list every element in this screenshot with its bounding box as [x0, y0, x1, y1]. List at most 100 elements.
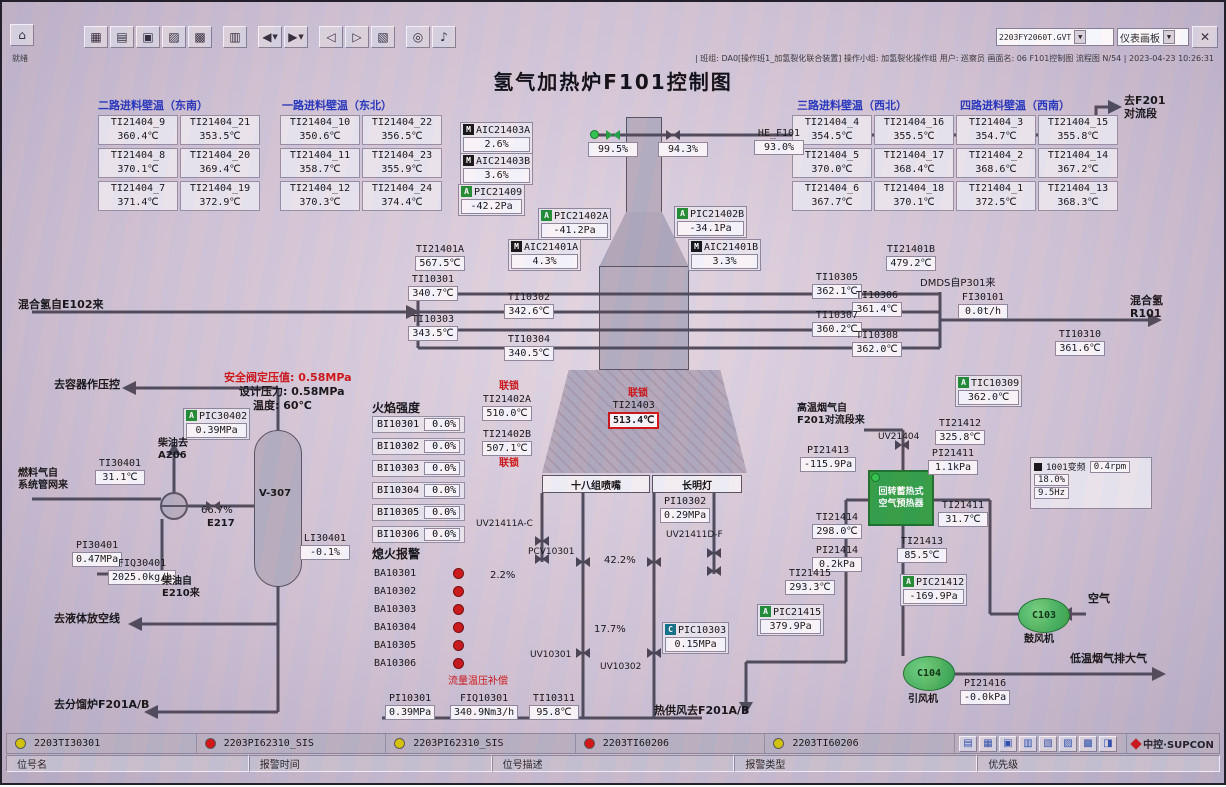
monitor-icon[interactable]: ▣ — [999, 735, 1017, 752]
alarm-summary-icon[interactable]: ▩ — [1079, 735, 1097, 752]
uv21411df-valve-2-icon[interactable] — [707, 566, 721, 576]
uv21411df-valve-1-icon[interactable] — [707, 548, 721, 558]
search-icon[interactable]: ◎ — [406, 26, 430, 48]
alarm-BA10303[interactable]: BA10303 — [374, 604, 464, 615]
instrument-LI30401[interactable]: LI30401-0.1% — [300, 533, 350, 560]
alarm-entry[interactable]: 2203TI60206 — [576, 734, 766, 753]
nav-forward-icon[interactable]: ▶▼ — [284, 26, 308, 48]
report-icon[interactable]: ▩ — [188, 26, 212, 48]
document-icon[interactable]: ▥ — [223, 26, 247, 48]
chevron-down-icon[interactable]: ▼ — [1074, 30, 1087, 44]
instrument-damper-a-position[interactable]: 99.5% — [588, 142, 638, 157]
alarm-BA10302[interactable]: BA10302 — [374, 586, 464, 597]
chevron-down-icon[interactable]: ▼ — [1163, 30, 1175, 44]
uv10301-valve-icon[interactable] — [576, 648, 590, 658]
uv10302-valve-icon[interactable] — [647, 648, 661, 658]
alarm-entry[interactable]: 2203PI62310_SIS — [197, 734, 387, 753]
alarm-entry[interactable]: 2203TI30301 — [7, 734, 197, 753]
alarm-BA10301[interactable]: BA10301 — [374, 568, 464, 579]
printer-icon[interactable]: ▤ — [959, 735, 977, 752]
induced-fan-c104[interactable]: C104 — [903, 656, 955, 691]
keyboard-icon[interactable]: ▥ — [1019, 735, 1037, 752]
alarm-entry[interactable]: 2203TI60206 — [765, 734, 955, 753]
vfd-1001-panel[interactable]: 1001变频 0.4rpm 18.0% 9.5Hz — [1030, 457, 1152, 509]
trend-icon[interactable]: ▨ — [162, 26, 186, 48]
instrument-PI21413[interactable]: PI21413-115.9Pa — [800, 445, 857, 472]
panel-select[interactable]: 仪表画板 ▼ — [1117, 28, 1189, 46]
page-prev-icon[interactable]: ◁ — [319, 26, 343, 48]
pcv10301-valve-icon[interactable] — [576, 557, 590, 567]
close-button[interactable]: ✕ — [1192, 26, 1218, 48]
diagnose-icon[interactable]: ◨ — [1099, 735, 1117, 752]
graphics-icon[interactable]: ▤ — [110, 26, 134, 48]
setup-icon[interactable]: ▦ — [979, 735, 997, 752]
windows-icon[interactable]: ▣ — [136, 26, 160, 48]
uv21404-valve-icon[interactable] — [895, 440, 909, 450]
alarm-entry[interactable]: 2203PI62310_SIS — [386, 734, 576, 753]
pilot-gas-valve-icon[interactable] — [647, 557, 661, 567]
home-icon[interactable]: ⌂ — [10, 24, 34, 46]
nav-back-icon[interactable]: ◀▼ — [258, 26, 282, 48]
alarm-icon[interactable]: ♪ — [432, 26, 456, 48]
chart-icon[interactable]: ▨ — [1059, 735, 1077, 752]
blower-c103[interactable]: C103 — [1018, 598, 1070, 633]
e217-valve-icon[interactable] — [206, 501, 220, 511]
page-next-icon[interactable]: ▷ — [345, 26, 369, 48]
uv21411ac-valve-1-icon[interactable] — [535, 536, 549, 546]
overview-icon[interactable]: ▦ — [84, 26, 108, 48]
alarm-BA10306[interactable]: BA10306 — [374, 658, 464, 669]
instrument-damper-b-position[interactable]: 94.3% — [658, 142, 708, 157]
